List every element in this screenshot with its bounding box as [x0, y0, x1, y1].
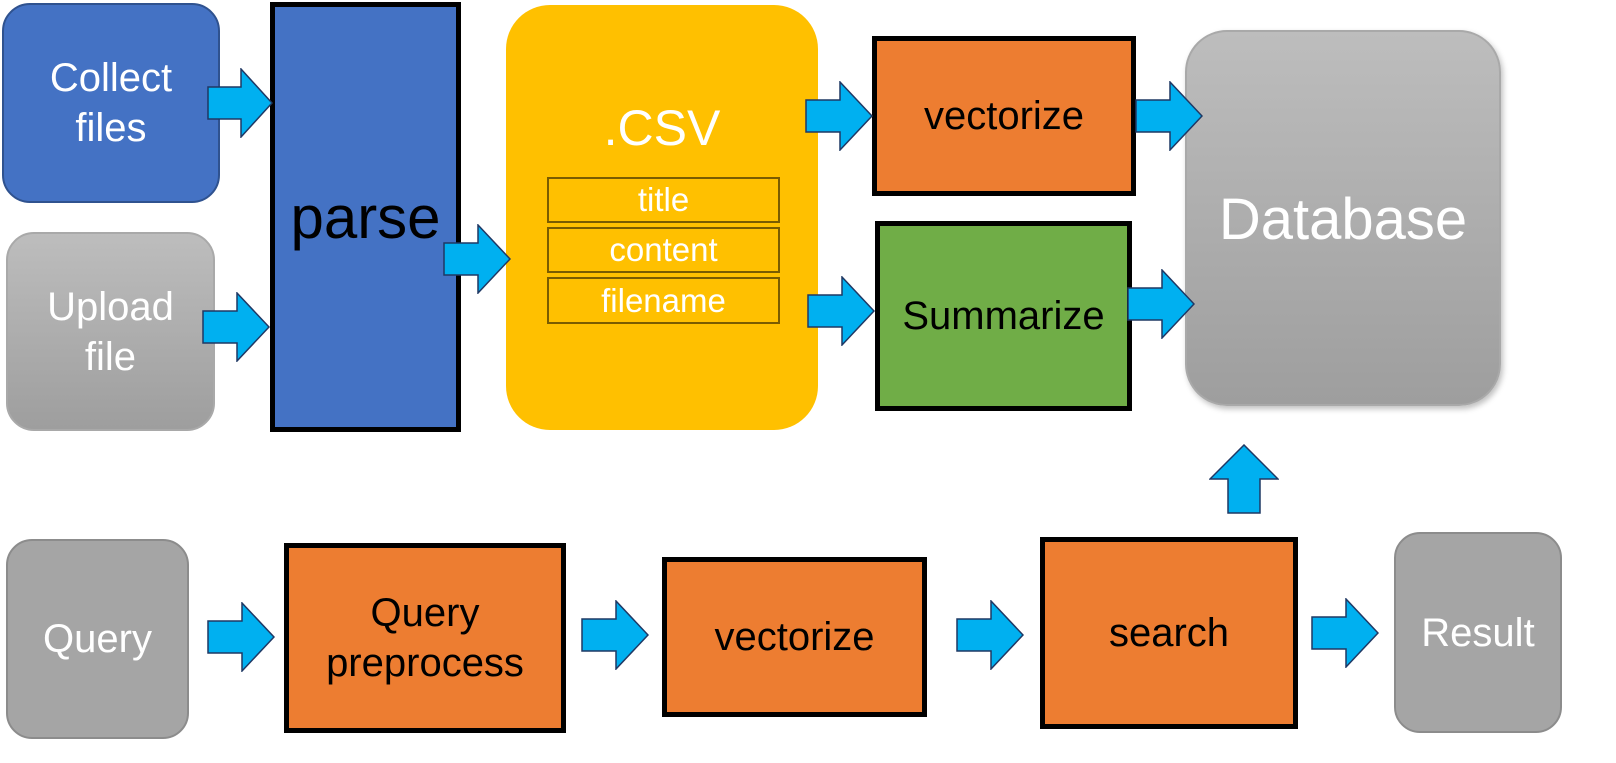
parse-label: parse	[290, 183, 441, 251]
query-label: Query	[43, 617, 152, 661]
arrow-vectorize-to-search	[956, 600, 1024, 670]
database-label: Database	[1218, 187, 1468, 252]
collect-files-label: Collect files	[49, 56, 173, 150]
vectorize-top-node: vectorize	[872, 36, 1136, 196]
summarize-node: Summarize	[875, 221, 1132, 411]
upload-file-label: Upload file	[47, 284, 174, 379]
arrow-vectorize-to-database	[1135, 81, 1203, 151]
collect-files-node: Collect files	[2, 3, 220, 203]
csv-field-title: title	[547, 177, 780, 223]
result-label: Result	[1421, 610, 1535, 655]
search-label: search	[1108, 611, 1230, 655]
arrow-search-to-result	[1311, 598, 1379, 668]
arrow-collect-to-parse	[207, 68, 273, 138]
vectorize-bottom-node: vectorize	[662, 557, 927, 717]
arrow-upload-to-parse	[202, 292, 270, 362]
csv-field-content: content	[547, 227, 780, 273]
summarize-label: Summarize	[902, 294, 1105, 338]
search-node: search	[1040, 537, 1298, 729]
vectorize-bottom-label: vectorize	[714, 615, 875, 659]
query-node: Query	[6, 539, 189, 739]
arrow-search-to-database	[1209, 444, 1279, 514]
arrow-csv-to-vectorize	[805, 81, 873, 151]
query-preprocess-node: Query preprocess	[284, 543, 566, 733]
vectorize-top-label: vectorize	[923, 94, 1085, 138]
arrow-summarize-to-database	[1127, 269, 1195, 339]
arrow-parse-to-csv	[443, 224, 511, 294]
result-node: Result	[1394, 532, 1562, 733]
csv-field-filename: filename	[547, 277, 780, 324]
arrow-preprocess-to-vectorize	[581, 600, 649, 670]
arrow-query-to-preprocess	[207, 602, 275, 672]
upload-file-node: Upload file	[6, 232, 215, 431]
query-preprocess-label: Query preprocess	[326, 591, 524, 685]
arrow-csv-to-summarize	[807, 276, 875, 346]
database-node: Database	[1185, 30, 1501, 406]
parse-node: parse	[270, 2, 461, 432]
csv-title: .CSV	[603, 100, 721, 156]
